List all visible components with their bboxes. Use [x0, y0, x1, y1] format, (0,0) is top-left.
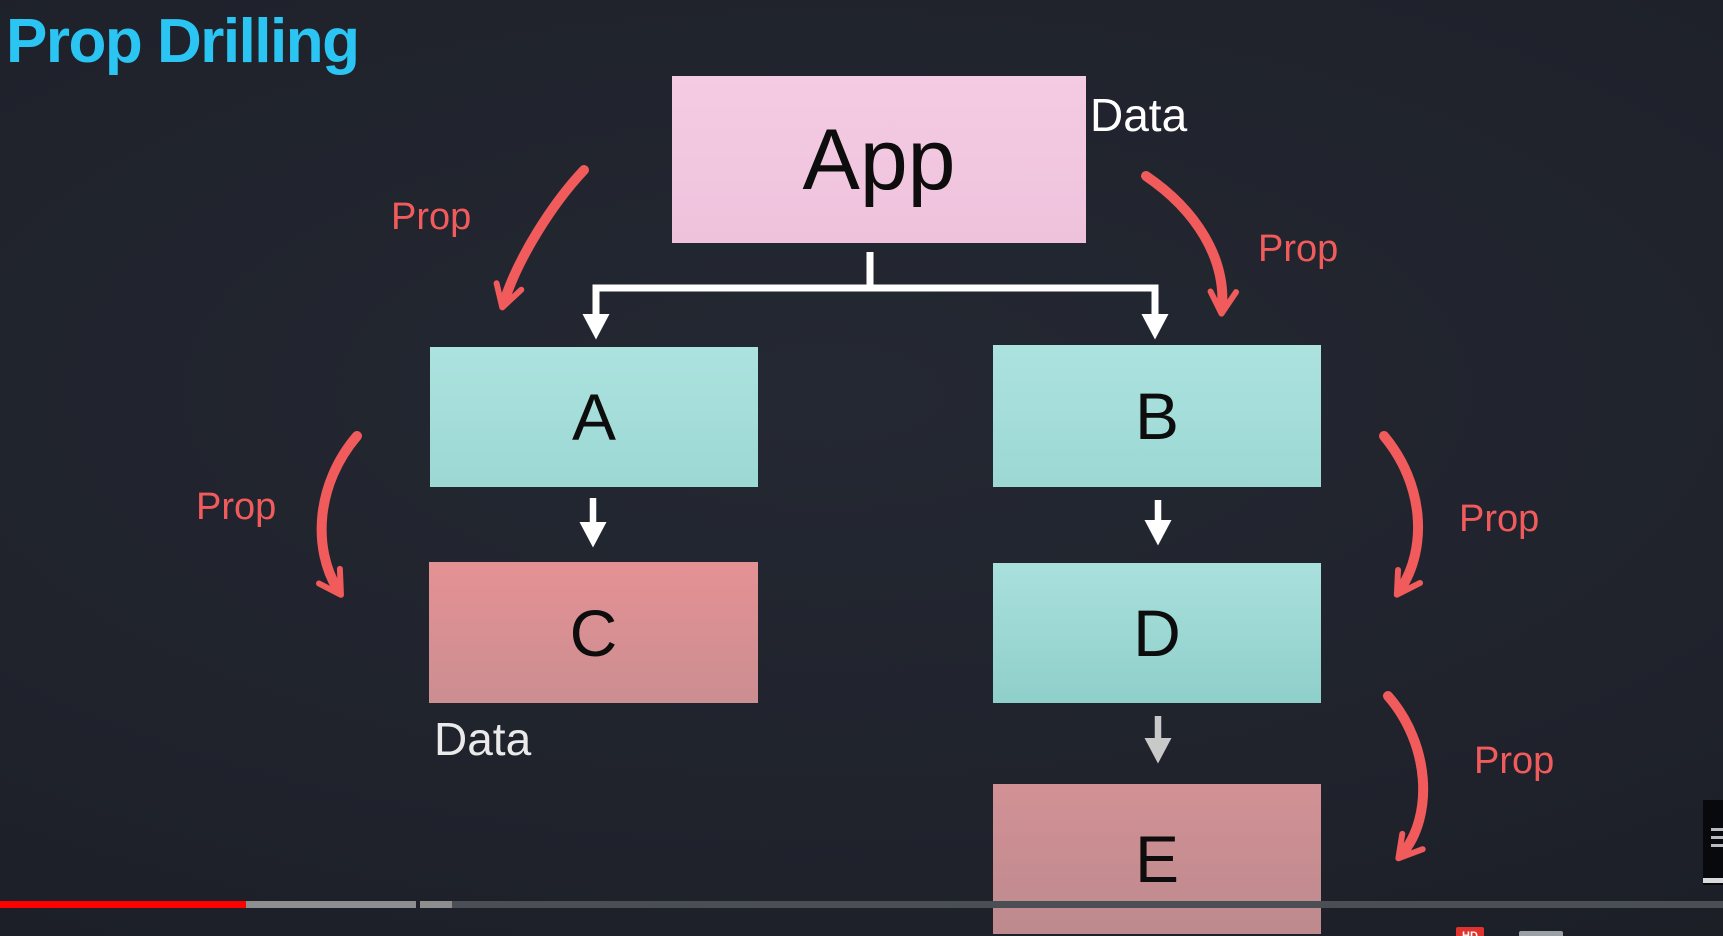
prop-arrow-top-right	[1141, 171, 1240, 317]
node-b: B	[993, 345, 1321, 487]
prop-label-top-left: Prop	[391, 196, 472, 238]
prop-arrow-mid-right	[1379, 431, 1424, 598]
video-progress-bar[interactable]	[0, 901, 1723, 908]
node-a: A	[430, 347, 758, 487]
list-icon	[1711, 836, 1723, 839]
prop-label-top-right: Prop	[1258, 228, 1339, 270]
progress-played[interactable]	[0, 901, 246, 908]
node-a-label: A	[571, 380, 617, 454]
node-e-label: E	[1134, 822, 1180, 896]
progress-buffered[interactable]	[246, 901, 416, 908]
data-label-bottom: Data	[434, 713, 532, 765]
prop-label-mid-left: Prop	[196, 486, 277, 528]
node-b-label: B	[1134, 379, 1180, 453]
progress-buffered-chapter2[interactable]	[420, 901, 452, 908]
prop-label-mid-right: Prop	[1459, 498, 1540, 540]
edge-overlay-highlight	[1703, 878, 1723, 883]
slide-title: Prop Drilling	[6, 7, 360, 76]
prop-arrow-mid-left	[315, 431, 362, 598]
node-c-label: C	[569, 595, 618, 670]
progress-track[interactable]	[452, 901, 1723, 908]
tree-connector-line	[592, 252, 1159, 331]
list-icon	[1711, 828, 1723, 831]
prop-arrow-bottom-right	[1383, 691, 1429, 862]
node-c: C	[429, 562, 758, 703]
node-d-label: D	[1133, 596, 1181, 670]
prop-arrow-top-left	[493, 165, 589, 311]
node-app: App	[672, 76, 1086, 243]
captions-badge	[1519, 931, 1563, 936]
edge-overlay-panel[interactable]	[1703, 800, 1723, 885]
node-app-label: App	[802, 111, 956, 208]
node-d: D	[993, 563, 1321, 703]
prop-label-bottom-right: Prop	[1474, 740, 1555, 782]
data-label-top: Data	[1090, 89, 1188, 141]
hd-quality-badge: HD	[1456, 927, 1484, 936]
node-e: E	[993, 784, 1321, 934]
list-icon	[1711, 844, 1723, 847]
